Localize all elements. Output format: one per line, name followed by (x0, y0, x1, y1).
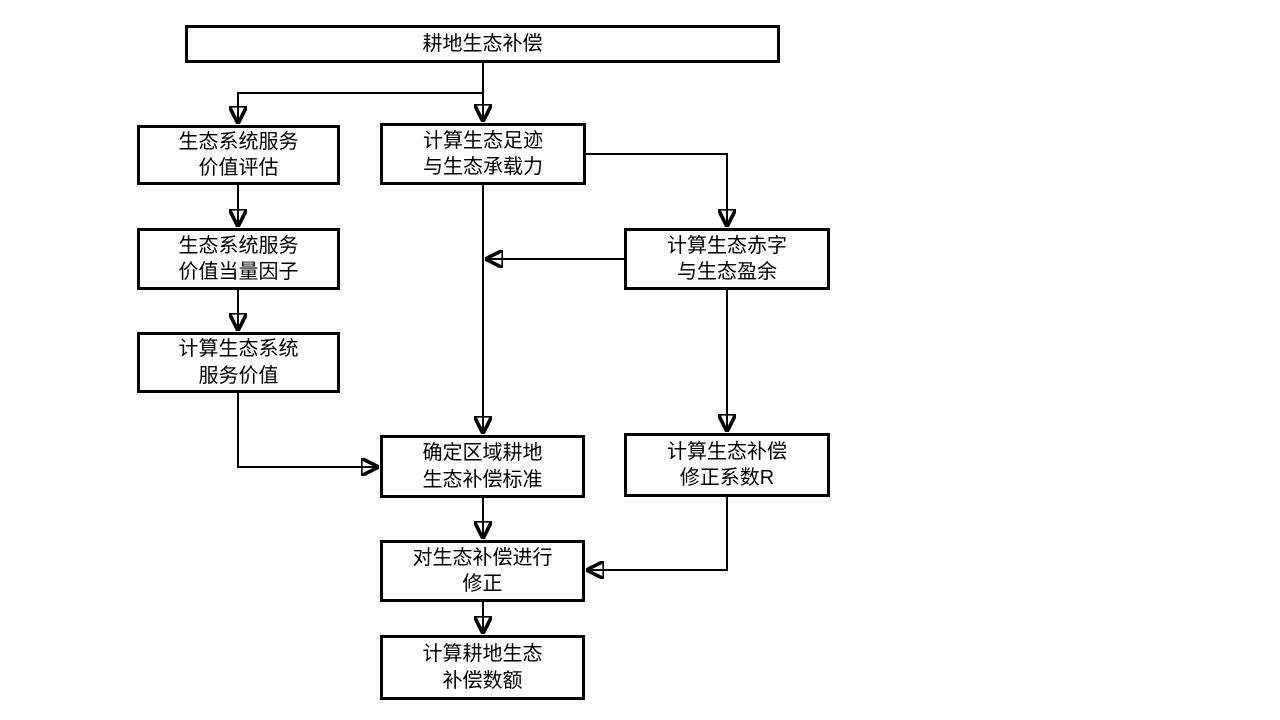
node-calc-deficit-surplus: 计算生态赤字 与生态盈余 (624, 228, 830, 290)
node-calc-footprint-capacity: 计算生态足迹 与生态承载力 (380, 123, 586, 185)
node-farmland-eco-compensation: 耕地生态补偿 (185, 25, 780, 63)
node-esv-equivalent-factor: 生态系统服务 价值当量因子 (137, 228, 340, 290)
node-calc-esv: 计算生态系统 服务价值 (137, 332, 340, 393)
edge-calc-esv-to-regional-standard (237, 393, 377, 467)
edge-root-to-esv-assessment (238, 62, 484, 122)
node-regional-compensation-standard: 确定区域耕地 生态补偿标准 (380, 435, 585, 498)
node-calc-correction-coefficient: 计算生态补偿 修正系数R (624, 433, 830, 497)
node-correct-compensation: 对生态补偿进行 修正 (380, 540, 585, 602)
edge-correction-coefficient-to-correct-compensation (588, 497, 728, 570)
node-calc-compensation-amount: 计算耕地生态 补偿数额 (380, 635, 585, 700)
edge-calc-footprint-to-deficit-surplus (586, 153, 727, 225)
node-esv-assessment: 生态系统服务 价值评估 (137, 125, 340, 185)
